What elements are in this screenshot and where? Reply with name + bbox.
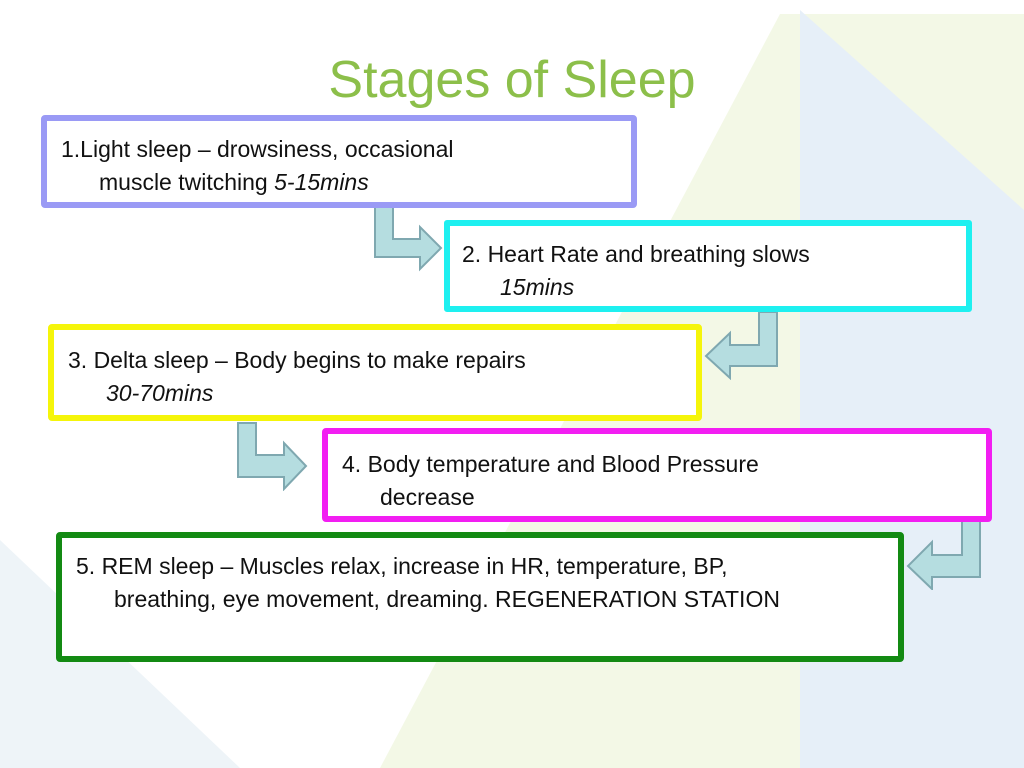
stage-1-continuation: muscle twitching 5-15mins (61, 166, 631, 199)
stage-2-box: 2. Heart Rate and breathing slows 15mins (444, 220, 972, 312)
bent-arrow-icon-2-to-3 (704, 311, 778, 380)
stage-2-continuation: 15mins (462, 271, 966, 304)
stage-1-text: 1.Light sleep – drowsiness, occasional (61, 136, 454, 162)
stage-4-text-cont: decrease (380, 484, 475, 510)
stage-1-duration: 5-15mins (274, 169, 369, 195)
bent-arrow-icon-3-to-4 (237, 422, 308, 491)
stage-5-text: 5. REM sleep – Muscles relax, increase i… (76, 553, 728, 579)
stage-4-box: 4. Body temperature and Blood Pressure d… (322, 428, 992, 522)
stage-3-duration: 30-70mins (106, 380, 214, 406)
stage-2-text: 2. Heart Rate and breathing slows (462, 241, 810, 267)
stage-5-box: 5. REM sleep – Muscles relax, increase i… (56, 532, 904, 662)
stage-1-text-cont: muscle twitching (99, 169, 275, 195)
stage-3-box: 3. Delta sleep – Body begins to make rep… (48, 324, 702, 421)
stage-5-text-cont: breathing, eye movement, dreaming. REGEN… (114, 586, 780, 612)
stage-3-text: 3. Delta sleep – Body begins to make rep… (68, 347, 526, 373)
bent-arrow-icon-1-to-2 (374, 206, 443, 272)
stage-3-continuation: 30-70mins (68, 377, 696, 410)
bent-arrow-icon-4-to-5 (906, 519, 981, 590)
page-title: Stages of Sleep (328, 51, 696, 109)
stage-2-duration: 15mins (500, 274, 575, 300)
stage-1-box: 1.Light sleep – drowsiness, occasional m… (41, 115, 637, 208)
stage-4-text: 4. Body temperature and Blood Pressure (342, 451, 759, 477)
